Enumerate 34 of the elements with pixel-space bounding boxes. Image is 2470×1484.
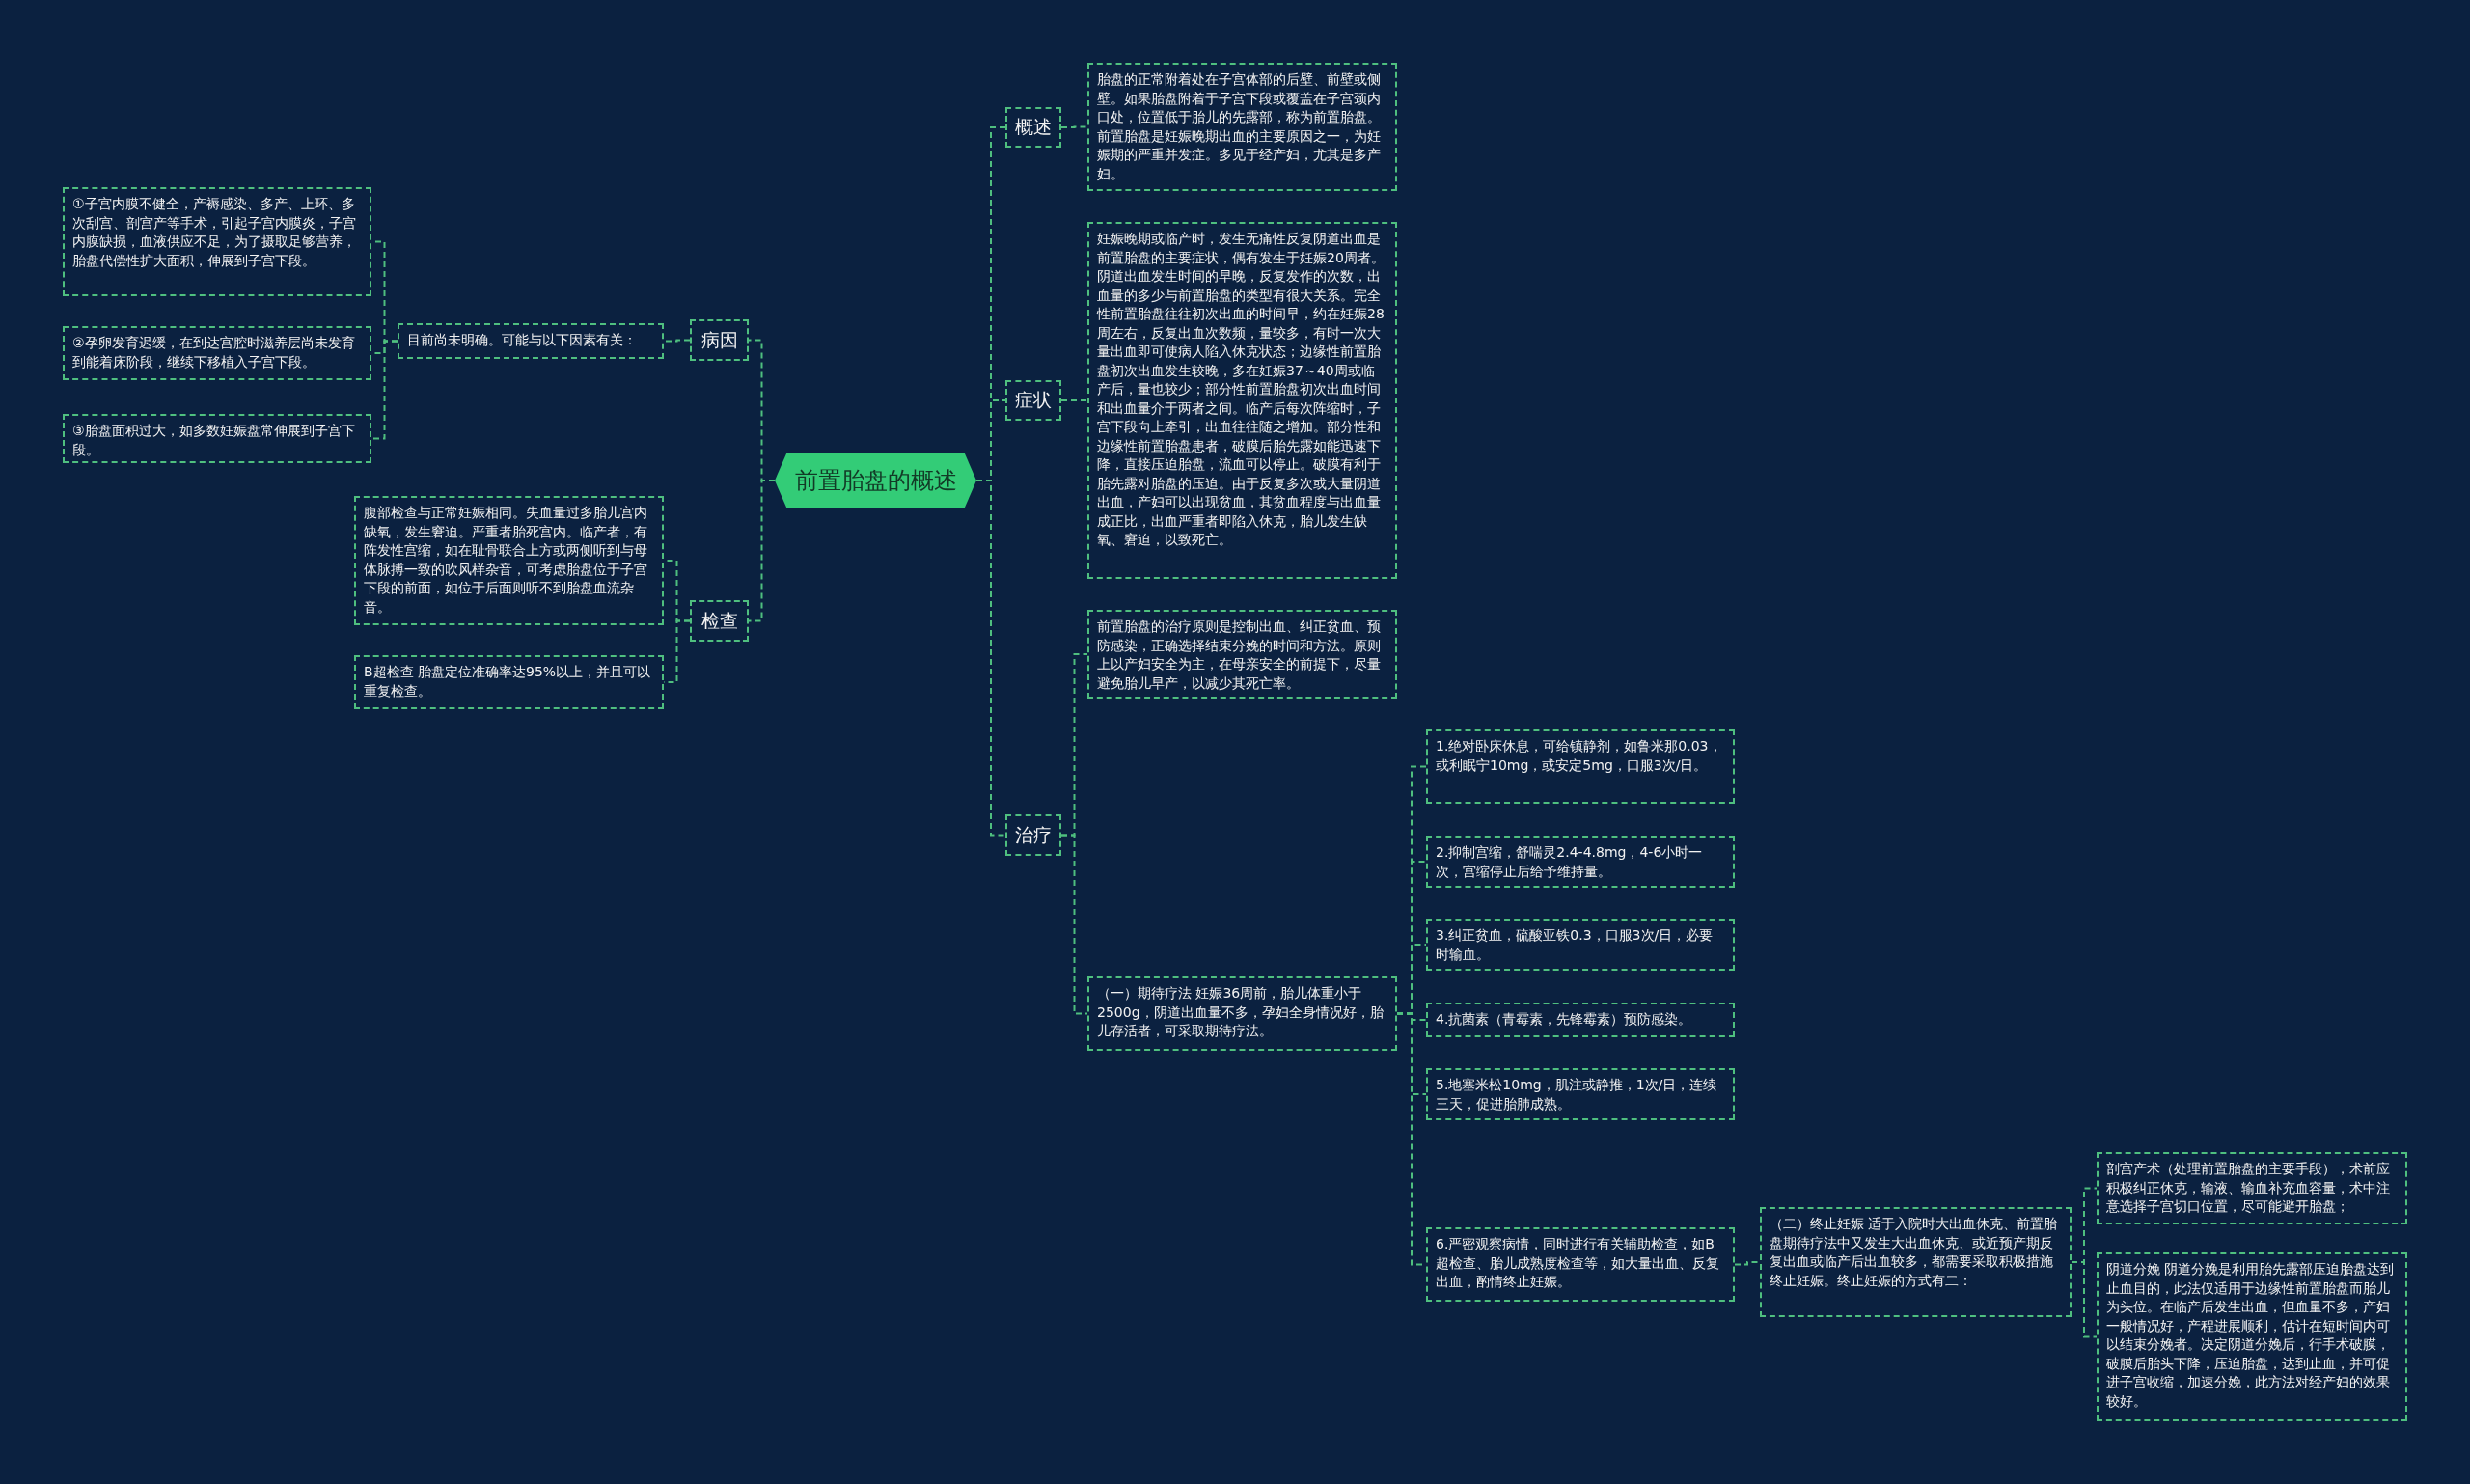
connector-line (1060, 399, 1088, 401)
text-box: B超检查 胎盘定位准确率达95%以上，并且可以重复检查。 (354, 655, 664, 709)
branch-label: 治疗 (1005, 814, 1061, 856)
text-box: （二）终止妊娠 适于入院时大出血休克、前置胎盘期待疗法中又发生大出血休克、或近预产期反复出血或临产后出血较多，都需要采取积极措施终止妊娠。终止妊娠的方式有二： (1760, 1207, 2072, 1317)
connector-line (748, 480, 776, 622)
branch-label: 概述 (1005, 107, 1061, 148)
branch-label: 病因 (690, 319, 749, 361)
text-box: 6.严密观察病情，同时进行有关辅助检查，如B超检查、胎儿成熟度检查等，如大量出血、反复出血，酌情终止妊娠。 (1426, 1227, 1735, 1302)
text-box: 5.地塞米松10mg，肌注或静推，1次/日，连续三天，促进胎肺成熟。 (1426, 1068, 1735, 1120)
text-box: 胎盘的正常附着处在子宫体部的后壁、前壁或侧壁。如果胎盘附着于子宫下段或覆盖在子宫颈内口处，位置低于胎儿的先露部，称为前置胎盘。前置胎盘是妊娠晚期出血的主要原因之一，为妊娠期的严重并发症。多见于经产妇，尤其是多产妇。 (1087, 63, 1397, 191)
text-box: 1.绝对卧床休息，可给镇静剂，如鲁米那0.03，或利眠宁10mg，或安定5mg，口服3次/日。 (1426, 729, 1735, 804)
branch-label: 检查 (690, 600, 749, 642)
connector-line (1060, 125, 1088, 128)
text-box: ②孕卵发育迟缓，在到达宫腔时滋养层尚未发育到能着床阶段，继续下移植入子宫下段。 (63, 326, 371, 380)
connector-line (370, 340, 398, 440)
text-box: ③胎盘面积过大，如多数妊娠盘常伸展到子宫下段。 (63, 414, 371, 463)
text-box: ①子宫内膜不健全，产褥感染、多产、上环、多次刮宫、剖宫产等手术，引起子宫内膜炎，子宫内膜缺损，血液供应不足，为了摄取足够营养，胎盘代偿性扩大面积，伸展到子宫下段。 (63, 187, 371, 296)
text-box: 4.抗菌素（青霉素，先锋霉素）预防感染。 (1426, 1003, 1735, 1037)
connector-line (663, 619, 691, 683)
text-box: 目前尚未明确。可能与以下因素有关： (398, 323, 664, 359)
connector-line (663, 339, 691, 343)
connector-line (2071, 1261, 2098, 1338)
text-box: （一）期待疗法 妊娠36周前，胎儿体重小于2500g，阴道出血量不多，孕妇全身情况好，胎儿存活者，可采取期待疗法。 (1087, 976, 1397, 1051)
connector-line (1734, 1261, 1761, 1266)
central-topic: 前置胎盘的概述 (775, 453, 976, 508)
text-box: 2.抑制宫缩，舒喘灵2.4-4.8mg，4-6小时一次，宫缩停止后给予维持量。 (1426, 836, 1735, 888)
text-box: 剖宫产术（处理前置胎盘的主要手段），术前应积极纠正休克，输液、输血补充血容量，术中注意选择子宫切口位置，尽可能避开胎盘； (2097, 1152, 2407, 1224)
branch-label: 症状 (1005, 380, 1061, 421)
text-box: 3.纠正贫血，硫酸亚铁0.3，口服3次/日，必要时输血。 (1426, 919, 1735, 971)
text-box: 妊娠晚期或临产时，发生无痛性反复阴道出血是前置胎盘的主要症状，偶有发生于妊娠20周者。阴道出血发生时间的早晚，反复发作的次数，出血量的多少与前置胎盘的类型有很大关系。完全性前置胎盘往往初次出血的时间早，约在妊娠28周左右，反复出血次数频，量较多，有时一次大量出血即可使病人陷入休克状态；边缘性前置胎盘初次出血发生较晚，多在妊娠37～40周或临产后，量也较少；部分性前置胎盘初次出血时间和出血量介于两者之间。临产后每次阵缩时，子宫下段向上牵引，出血往往随之增加。部分性和边缘性前置胎盘患者，破膜后胎先露如能迅速下降，直接压迫胎盘，流血可以停止。破膜有利于胎先露对胎盘的压迫。由于反复多次或大量阴道出血，产妇可以出现贫血，其贫血程度与出血量成正比，出血严重者即陷入休克，胎儿发生缺氧、窘迫，以致死亡。 (1087, 222, 1397, 579)
text-box: 腹部检查与正常妊娠相同。失血量过多胎儿宫内缺氧，发生窘迫。严重者胎死宫内。临产者，有阵发性宫缩，如在耻骨联合上方或两侧听到与母体脉搏一致的吹风样杂音，可考虑胎盘位于子宫下段的前面，如位于后面则听不到胎盘血流杂音。 (354, 496, 664, 625)
text-box: 前置胎盘的治疗原则是控制出血、纠正贫血、预防感染，正确选择结束分娩的时间和方法。原则上以产妇安全为主，在母亲安全的前提下，尽量避免胎儿早产，以减少其死亡率。 (1087, 610, 1397, 699)
connector-line (1060, 834, 1088, 1015)
text-box: 阴道分娩 阴道分娩是利用胎先露部压迫胎盘达到止血目的，此法仅适用于边缘性前置胎盘而胎儿为头位。在临产后发生出血，但血量不多，产妇一般情况好，产程进展顺利，估计在短时间内可以结束分娩者。决定阴道分娩后，行手术破膜，破膜后胎头下降，压迫胎盘，达到止血，并可促进子宫收缩，加速分娩，此方法对经产妇的效果较好。 (2097, 1252, 2407, 1421)
